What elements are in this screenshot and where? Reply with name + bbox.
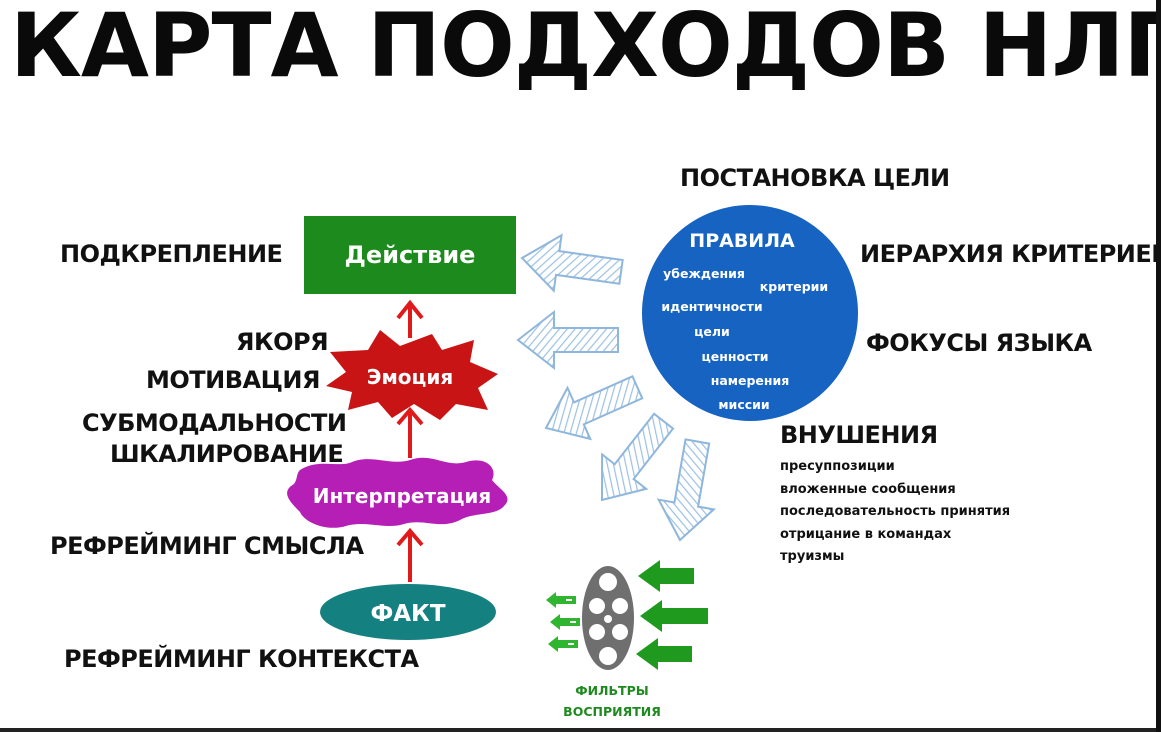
action-label: Действие: [345, 241, 476, 269]
bottom-border: [0, 728, 1161, 732]
label-suggestions: ВНУШЕНИЯ: [780, 421, 938, 449]
emotion-burst: Эмоция: [326, 330, 498, 420]
label-meaning-reframing: РЕФРЕЙМИНГ СМЫСЛА: [50, 532, 364, 560]
suggestion-item: пресуппозиции: [780, 459, 895, 474]
film-reel-icon: [582, 566, 634, 670]
green-arrow-in-3: [636, 638, 692, 670]
suggestions-list: пресуппозиции вложенные сообщения послед…: [780, 456, 1010, 569]
fact-ellipse: ФАКТ: [320, 584, 496, 640]
interpretation-label: Интерпретация: [313, 484, 492, 508]
influence-arrow-to-emotion: [544, 375, 644, 441]
rules-item: цели: [694, 324, 730, 339]
rules-circle: ПРАВИЛА убеждения критерии идентичности …: [642, 205, 858, 421]
filters-caption: ФИЛЬТРЫ ВОСПРИЯТИЯ: [548, 680, 676, 722]
page-title: КАРТА ПОДХОДОВ НЛП: [10, 0, 1161, 97]
label-language-focus: ФОКУСЫ ЯЗЫКА: [866, 329, 1092, 357]
label-anchors: ЯКОРЯ: [236, 328, 329, 356]
rules-title: ПРАВИЛА: [689, 230, 795, 252]
rules-item: ценности: [701, 349, 768, 364]
label-motivation: МОТИВАЦИЯ: [146, 366, 320, 394]
influence-arrow-to-action: [520, 233, 624, 293]
influence-arrow-to-filters: [656, 438, 717, 542]
green-arrow-in-2: [640, 600, 708, 632]
chain-arrow-1: [396, 299, 424, 338]
suggestion-item: вложенные сообщения: [780, 481, 956, 497]
fact-label: ФАКТ: [370, 601, 445, 627]
green-arrow-out-1: [546, 592, 576, 608]
action-box: Действие: [304, 216, 516, 294]
interpretation-blob: Интерпретация: [287, 457, 508, 528]
emotion-label: Эмоция: [367, 365, 453, 389]
green-arrow-out-3: [548, 636, 578, 652]
filters-caption-line2: ВОСПРИЯТИЯ: [563, 704, 661, 719]
label-scaling: ШКАЛИРОВАНИЕ: [110, 440, 344, 468]
rules-item: идентичности: [661, 299, 762, 314]
green-arrow-out-2: [550, 614, 580, 630]
influence-arrow-left: [516, 309, 619, 371]
chain-arrow-3: [396, 527, 424, 582]
label-goal-setting: ПОСТАНОВКА ЦЕЛИ: [680, 164, 950, 192]
filters-caption-line1: ФИЛЬТРЫ: [575, 683, 649, 698]
influence-arrow-to-interpretation: [600, 412, 675, 502]
suggestion-item: последовательность принятия: [780, 504, 1011, 519]
rules-item: убеждения: [663, 266, 745, 281]
suggestion-item: отрицание в командах: [780, 526, 952, 542]
chain-arrow-2: [396, 406, 424, 458]
label-criteria-hierarchy: ИЕРАРХИЯ КРИТЕРИЕВ: [860, 240, 1161, 268]
green-arrow-in-1: [638, 560, 694, 592]
label-submodalities: СУБМОДАЛЬНОСТИ: [82, 409, 347, 437]
suggestion-item: труизмы: [780, 549, 845, 564]
label-context-reframing: РЕФРЕЙМИНГ КОНТЕКСТА: [64, 645, 419, 673]
rules-item: критерии: [760, 279, 828, 294]
rules-item: миссии: [718, 397, 769, 412]
label-reinforcement: ПОДКРЕПЛЕНИЕ: [60, 240, 283, 268]
rules-item: намерения: [711, 373, 790, 388]
right-border: [1156, 0, 1161, 732]
